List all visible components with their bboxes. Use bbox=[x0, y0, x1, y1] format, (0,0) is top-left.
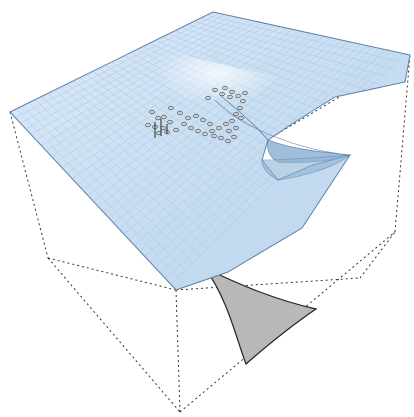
data-point bbox=[173, 127, 179, 133]
data-point bbox=[149, 109, 155, 115]
data-point bbox=[216, 125, 222, 131]
data-point bbox=[181, 121, 187, 127]
data-point bbox=[185, 115, 191, 121]
data-point bbox=[145, 122, 151, 128]
data-point bbox=[212, 87, 218, 93]
data-point bbox=[168, 105, 174, 111]
data-point bbox=[155, 115, 161, 121]
data-point bbox=[177, 110, 183, 116]
data-point bbox=[209, 128, 215, 134]
surface-shadow bbox=[204, 267, 318, 366]
grid-line bbox=[174, 30, 367, 100]
grid-line bbox=[193, 21, 389, 78]
data-point bbox=[200, 117, 206, 123]
grid-line bbox=[206, 14, 403, 63]
data-point bbox=[167, 119, 173, 125]
bounding-box-edges bbox=[9, 54, 411, 413]
data-point bbox=[238, 115, 244, 121]
data-point bbox=[242, 90, 248, 96]
data-point bbox=[161, 114, 167, 120]
data-point bbox=[193, 113, 199, 119]
data-point bbox=[222, 85, 228, 91]
data-point bbox=[227, 94, 233, 100]
surface-fold bbox=[214, 94, 352, 181]
data-point bbox=[188, 125, 194, 131]
data-point bbox=[219, 91, 225, 97]
data-point bbox=[235, 93, 241, 99]
data-point bbox=[233, 111, 239, 117]
data-point bbox=[225, 138, 231, 144]
grid-line bbox=[181, 27, 374, 92]
data-point bbox=[226, 128, 232, 134]
data-point bbox=[205, 95, 211, 101]
grid-line bbox=[187, 24, 381, 85]
data-point bbox=[229, 118, 235, 124]
data-point bbox=[207, 121, 213, 127]
scatter-points bbox=[145, 85, 248, 144]
data-point bbox=[218, 135, 224, 141]
data-point bbox=[237, 105, 243, 111]
data-point bbox=[195, 128, 201, 134]
data-point bbox=[211, 133, 217, 139]
surface-mesh[interactable] bbox=[9, 11, 411, 291]
data-point bbox=[240, 98, 246, 104]
data-point bbox=[231, 134, 237, 140]
grid-line bbox=[200, 18, 396, 70]
data-point bbox=[223, 121, 229, 127]
data-point bbox=[202, 131, 208, 137]
data-point bbox=[229, 89, 235, 95]
grid-line bbox=[168, 33, 359, 107]
data-point bbox=[233, 125, 239, 131]
